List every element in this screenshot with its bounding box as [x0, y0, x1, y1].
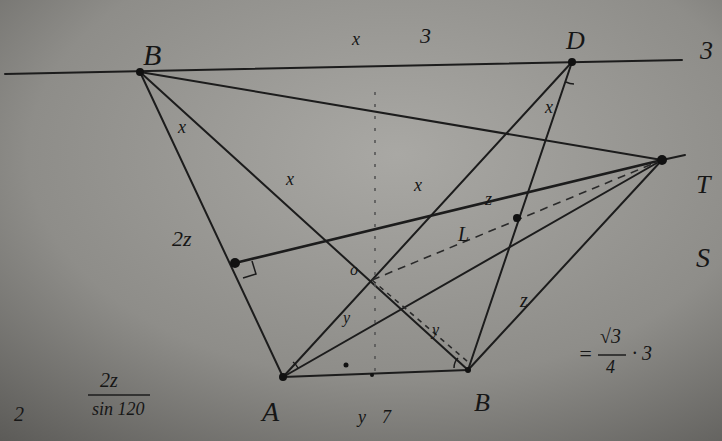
dashed-lines — [372, 92, 662, 372]
point-label: y — [432, 322, 439, 338]
point-label: S — [696, 244, 710, 272]
point-label: x — [178, 118, 186, 136]
point-label: √3 — [600, 326, 621, 346]
point-label: 2z — [172, 228, 192, 250]
point-label: D — [566, 28, 585, 54]
point-label: x — [286, 170, 294, 188]
point-label: 3 — [700, 38, 713, 64]
fraction-bars — [88, 355, 626, 395]
points — [136, 58, 667, 381]
point-label: B — [474, 390, 490, 416]
point-label: y — [343, 310, 350, 326]
point-label: x — [414, 176, 422, 194]
point-label: y — [358, 408, 366, 426]
point-label: 3 — [420, 25, 431, 47]
point-label: B — [143, 40, 161, 70]
point-label: x — [352, 30, 360, 48]
point-label: z — [485, 190, 492, 208]
point-label: z — [520, 290, 528, 310]
angle-marks — [243, 82, 574, 368]
point-label: = — [578, 343, 593, 365]
point-label: · 3 — [632, 343, 652, 363]
figure-lines — [5, 60, 685, 377]
point-label: o — [350, 262, 358, 278]
point-label: T — [696, 172, 710, 198]
point-label: x — [545, 98, 553, 116]
point-label: sin 120 — [92, 400, 145, 418]
point-label: A — [262, 398, 279, 426]
point-label: 4 — [606, 358, 615, 376]
point-label: 2 — [14, 404, 24, 424]
point-label: 7 — [382, 408, 391, 426]
point-label: 2z — [100, 370, 118, 390]
point-label: L — [458, 224, 469, 244]
